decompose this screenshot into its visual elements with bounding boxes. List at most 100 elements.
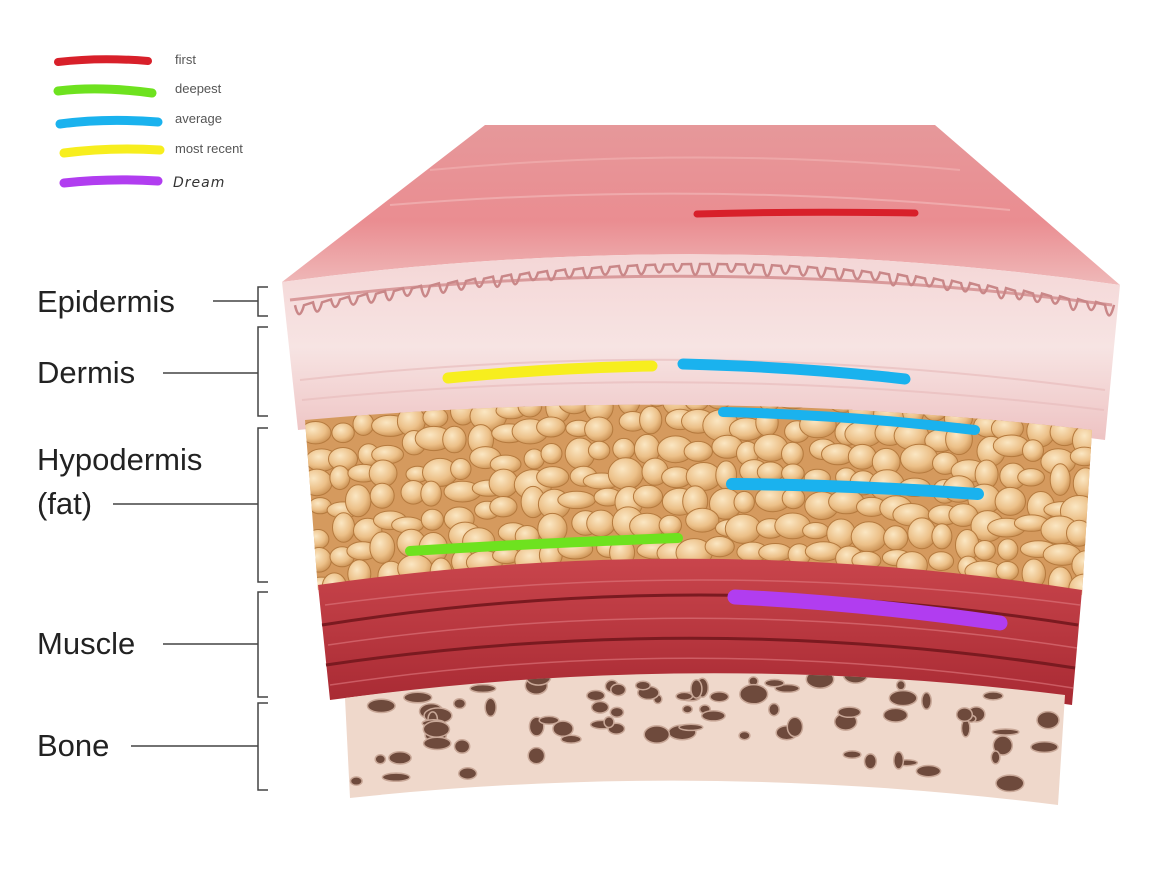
fat-cell (536, 466, 570, 488)
fat-cell (558, 404, 590, 415)
bone-pore (700, 709, 726, 722)
bone-pore (842, 750, 862, 760)
bone-pore (955, 707, 974, 723)
fat-cell (420, 480, 442, 507)
legend-label-first: first (175, 52, 196, 67)
bone-pore (484, 697, 497, 718)
bone-pore (634, 680, 652, 691)
bone-pore (915, 764, 942, 778)
bone-pore (422, 736, 452, 751)
fat-cell (586, 509, 616, 537)
bone-pore (863, 753, 878, 770)
fat-cell (1017, 468, 1045, 487)
legend-label-average: average (175, 111, 222, 126)
muscle-fiber (329, 657, 1074, 689)
fat-cell (703, 404, 735, 410)
bone-pores (349, 673, 1060, 793)
fat-cell (758, 543, 793, 562)
muscle-fascia (325, 636, 1076, 670)
bone-pore (586, 689, 606, 702)
fat-cell (332, 512, 356, 543)
fat-cell (685, 507, 720, 533)
fat-cell (536, 416, 566, 438)
bracket-dermis (257, 326, 268, 417)
legend-item-deepest: deepest (53, 81, 222, 98)
bone-pore (992, 735, 1014, 756)
label-bone: Bone (37, 702, 268, 791)
fat-cell (1096, 450, 1120, 474)
label-dermis: Dermis (37, 326, 268, 417)
dermis-band (282, 254, 1120, 440)
fat-cell (305, 468, 333, 497)
fat-cell (329, 465, 351, 491)
bone-pore (678, 723, 704, 732)
legend-swatch-most-recent (59, 144, 165, 158)
bracket-epidermis (257, 286, 268, 317)
bone-pore (893, 751, 905, 770)
legend-swatch-dream (59, 175, 163, 188)
skin-surface-line (429, 156, 961, 171)
bone-pore (768, 702, 780, 717)
legend-label-dream: Dream (173, 175, 225, 191)
fat-cell (931, 523, 953, 550)
fat-cell (704, 536, 735, 558)
fat-cell (973, 540, 996, 561)
bone-pore (349, 776, 363, 787)
bone-pore (603, 715, 615, 729)
layer-label-muscle: Muscle (37, 626, 135, 661)
fat-cell (369, 531, 396, 564)
bone-pore (422, 720, 451, 738)
fat-cell (995, 561, 1019, 581)
fat-cell (1072, 467, 1092, 500)
skin-surface-line (389, 192, 1011, 211)
fat-cell (883, 525, 909, 551)
legend-item-dream: Dream (59, 175, 225, 191)
bone-pore (681, 704, 693, 714)
bone-pore (366, 698, 396, 714)
fat-cell (345, 484, 372, 518)
mark-average-1 (677, 358, 911, 385)
fat-cell (306, 529, 330, 550)
fat-cell (1098, 578, 1130, 598)
layer-label-epidermis: Epidermis (37, 284, 175, 319)
bone-pore (1036, 710, 1060, 730)
bone-pore (837, 706, 862, 719)
bone-pore (538, 715, 560, 725)
bone-pore (388, 751, 412, 765)
fat-cell (488, 468, 519, 498)
bone-pore (991, 728, 1020, 736)
fat-cell (683, 440, 713, 462)
dermis-fiber (301, 381, 1105, 411)
layer-label-bone: Bone (37, 728, 109, 763)
legend: first deepest average most recent Dream (53, 52, 243, 191)
muscle-fascia (321, 593, 1079, 627)
bone-pore (453, 738, 471, 754)
mark-first (693, 208, 919, 218)
bone-pore (609, 706, 625, 718)
fat-cell (928, 551, 955, 571)
bone-pore (690, 678, 703, 699)
fat-cell (612, 437, 636, 461)
fat-cell (802, 522, 830, 540)
bone-pore (610, 683, 627, 697)
bone-pore (643, 725, 671, 744)
fat-cell (646, 404, 668, 407)
fat-cell (587, 440, 611, 461)
fat-cell (305, 421, 332, 445)
legend-swatch-first (54, 55, 152, 66)
fat-cell (733, 490, 755, 514)
bone-pore (527, 746, 546, 765)
fat-cell (607, 457, 644, 491)
bone-pore (921, 691, 932, 711)
mark-most-recent (442, 360, 658, 384)
bone-pore (552, 720, 574, 738)
fat-cell (1071, 550, 1092, 581)
fat-cell (442, 425, 467, 454)
marker-strokes (405, 208, 1008, 631)
bone-pore (990, 750, 1001, 765)
muscle-fiber (324, 579, 1081, 606)
bone-pore (403, 691, 433, 704)
mark-deepest (405, 533, 683, 556)
fat-cell (997, 538, 1019, 561)
bone-pore (982, 691, 1004, 701)
